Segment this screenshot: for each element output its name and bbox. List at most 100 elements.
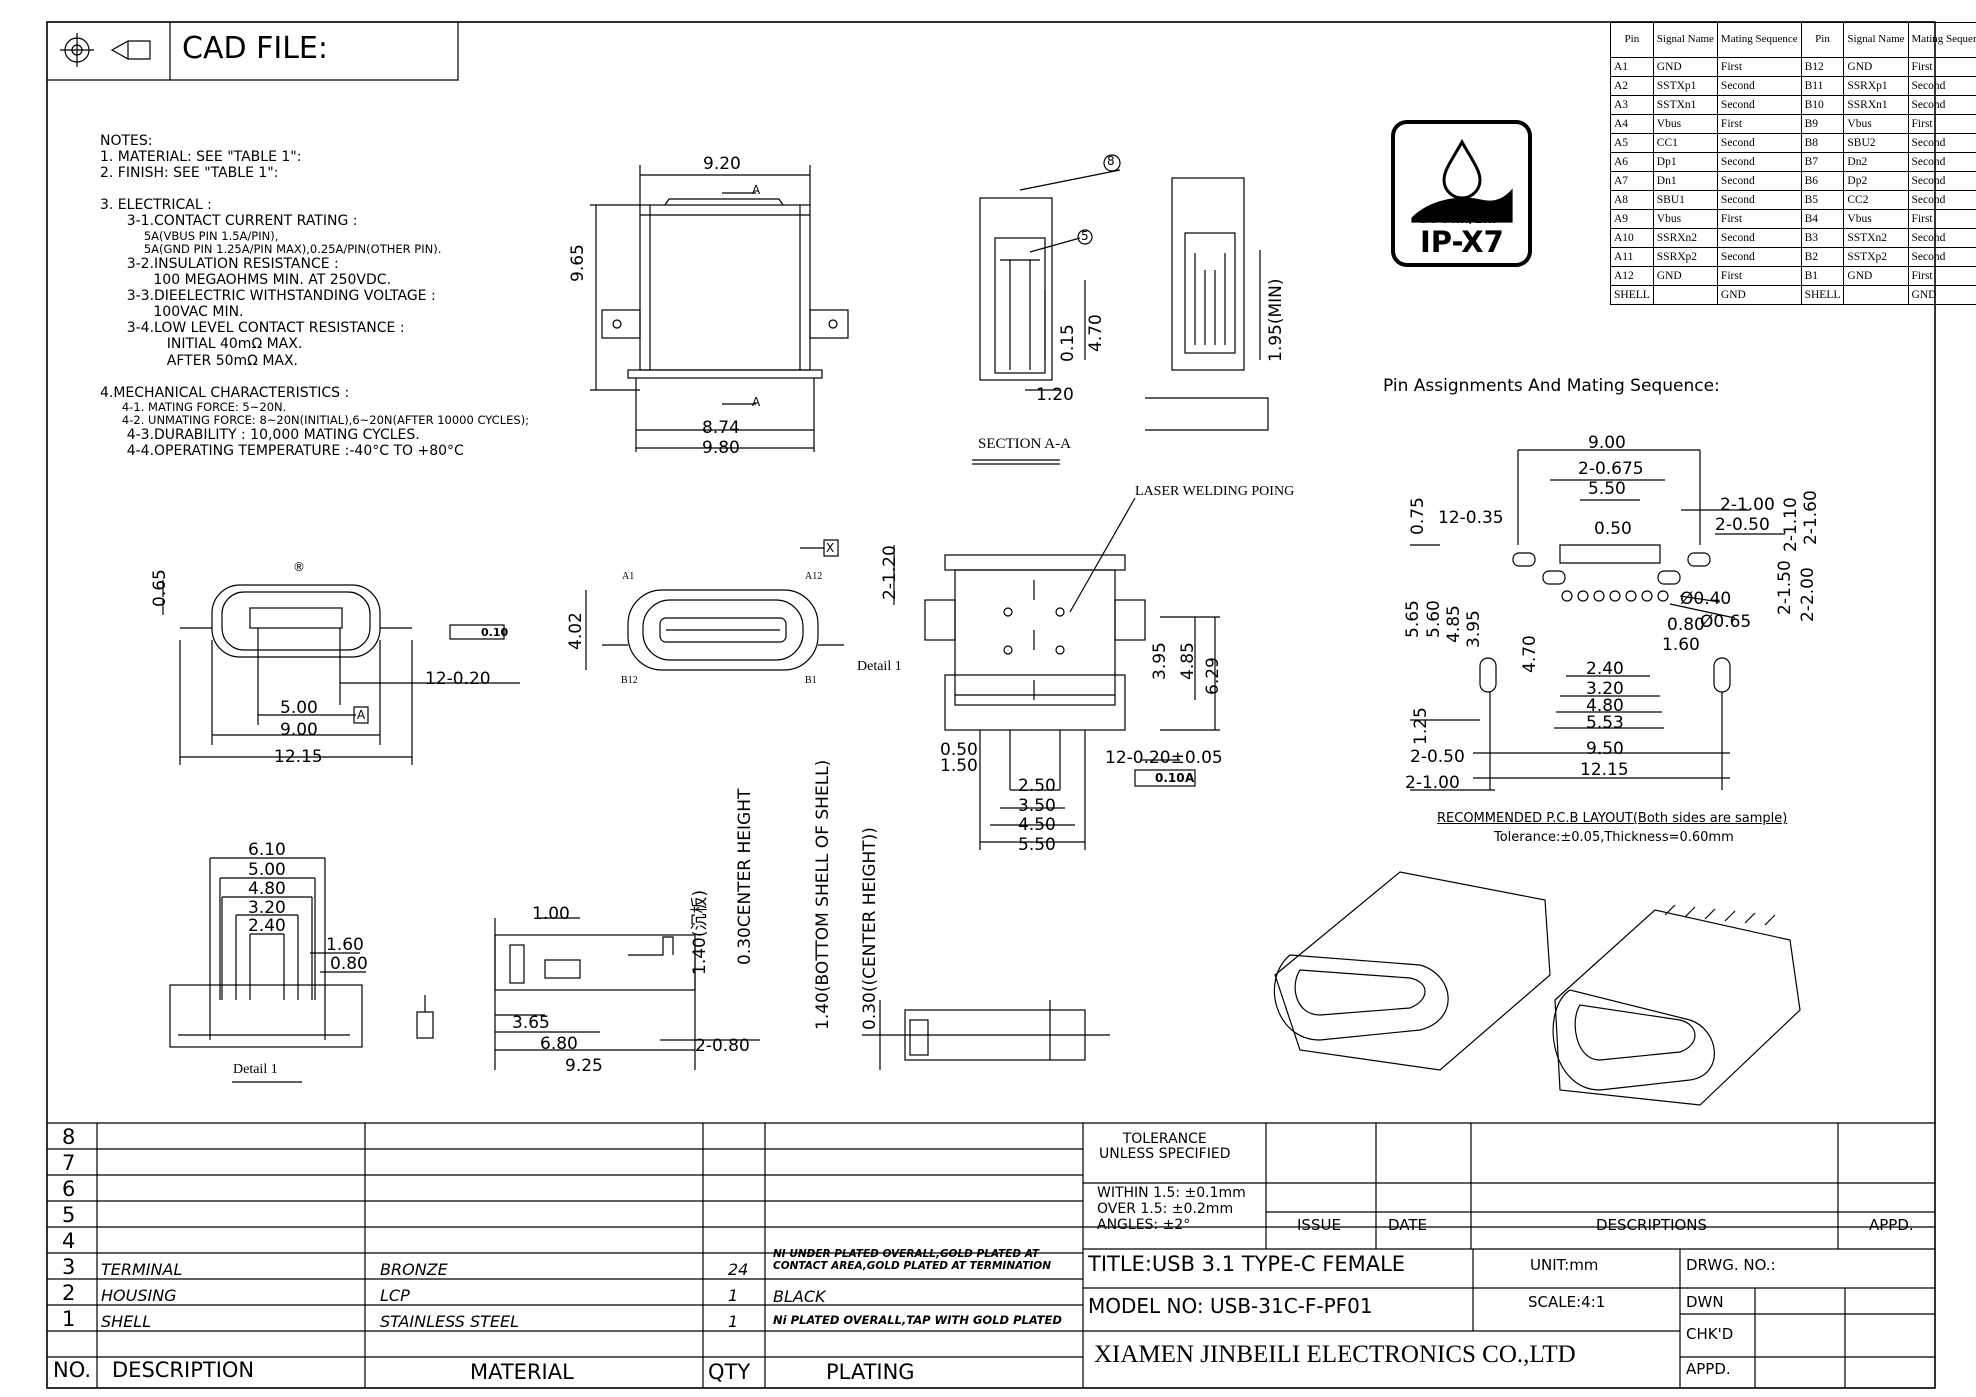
bom-row-number: 3: [62, 1255, 76, 1279]
note-line: 3. ELECTRICAL :: [100, 197, 212, 214]
pin-table-cell: SSRXp2: [1652, 247, 1718, 267]
pin-table-cell: First: [1716, 57, 1802, 77]
pin-label-b12: B12: [621, 675, 638, 686]
pin-table-cell: Vbus: [1843, 209, 1909, 229]
side-dim-0-30-center-height: 0.30((CENTER HEIGHT)): [860, 827, 880, 1030]
dim-4-85: 4.85: [1178, 642, 1198, 680]
pcb-dim-9-50: 9.50: [1586, 739, 1624, 759]
bom-row-number: 8: [62, 1125, 76, 1149]
note-line: 100VAC MIN.: [100, 304, 244, 321]
pin-table-cell: B6: [1800, 171, 1845, 191]
pin-table-cell: First: [1907, 266, 1976, 286]
pin-table-cell: B4: [1800, 209, 1845, 229]
pcb-dim-2-0-50-b: 2-0.50: [1410, 747, 1465, 767]
detail-1: [169, 857, 366, 1083]
pin-table-header: Mating Sequence: [1907, 22, 1976, 58]
pcb-dim-0-80: 0.80: [1667, 615, 1705, 635]
pin-table-cell: A8: [1610, 190, 1654, 210]
pin-table-cell: CC1: [1652, 133, 1718, 153]
pin-table-cell: Dn2: [1843, 152, 1909, 172]
dim-8-74: 8.74: [702, 418, 740, 438]
datum-a: A: [357, 708, 366, 722]
dim-3-50: 3.50: [1018, 796, 1056, 816]
water-wave-icon: [1411, 188, 1513, 223]
pcb-dim-1-25: 1.25: [1411, 707, 1431, 745]
pin-table-cell: Second: [1907, 152, 1976, 172]
note-line: NOTES:: [100, 133, 153, 149]
pin-table-cell: Second: [1907, 76, 1976, 96]
detail-dim-5-00: 5.00: [248, 860, 286, 880]
bom-qty: 24: [728, 1260, 749, 1279]
dim-5-00: 5.00: [280, 698, 318, 718]
pcb-dim-2-1-00-b: 2-1.00: [1405, 773, 1460, 793]
pin-table-header: Signal Name: [1843, 22, 1909, 58]
note-line: AFTER 50mΩ MAX.: [100, 352, 299, 369]
approved-by: APPD.: [1686, 1360, 1731, 1378]
pcb-dim-dia-0-65: Ø0.65: [1700, 612, 1752, 632]
note-line: 4-3.DURABILITY : 10,000 MATING CYCLES.: [100, 427, 420, 444]
pin-table-header: Signal Name: [1652, 22, 1718, 58]
rev-appd: APPD.: [1869, 1216, 1914, 1234]
pin-label-a12: A12: [805, 571, 823, 582]
pin-table-caption: Pin Assignments And Mating Sequence:: [1383, 376, 1720, 396]
dim-1-50: 1.50: [940, 756, 978, 776]
flatness-0-10: 0.10: [481, 626, 509, 639]
note-line: 2. FINISH: SEE "TABLE 1":: [100, 165, 279, 182]
note-line: INITIAL 40mΩ MAX.: [100, 336, 303, 353]
pin-table-cell: Second: [1716, 152, 1802, 172]
pin-table-cell: SSTXn2: [1843, 228, 1909, 248]
bom-row-number: 7: [62, 1151, 76, 1175]
pin-table-cell: GND: [1716, 285, 1802, 305]
pin-table-cell: B11: [1800, 76, 1845, 96]
detail-dim-6-10: 6.10: [248, 840, 286, 860]
pcb-dim-5-53: 5.53: [1586, 713, 1624, 733]
pin-table-cell: GND: [1907, 285, 1976, 305]
water-drop-icon: [1442, 138, 1482, 200]
section-a-a-label: SECTION A-A: [978, 436, 1071, 452]
pin-label-a1: A1: [622, 571, 635, 582]
note-line: 3-2.INSULATION RESISTANCE :: [100, 256, 339, 272]
dim-2-1-20: 2-1.20: [880, 545, 900, 600]
pin-table-cell: A7: [1610, 171, 1654, 191]
drawn-by: DWN: [1686, 1293, 1724, 1311]
company-name: XIAMEN JINBEILI ELECTRONICS CO.,LTD: [1094, 1341, 1576, 1368]
dim-6-29: 6.29: [1203, 657, 1223, 695]
checked-by: CHK'D: [1686, 1325, 1734, 1343]
pin-table-cell: A4: [1610, 114, 1654, 134]
dim-9-80: 9.80: [702, 438, 740, 458]
side-dim-9-25: 9.25: [565, 1056, 603, 1076]
ip-badge-line1: 30 Min/1m: [1420, 212, 1497, 227]
rev-descriptions: DESCRIPTIONS: [1596, 1216, 1708, 1234]
pcb-dim-12-15: 12.15: [1580, 760, 1629, 780]
note-line: 1. MATERIAL: SEE "TABLE 1":: [100, 149, 302, 166]
pin-table-cell: B1: [1800, 266, 1845, 286]
pcb-dim-2-40: 2.40: [1586, 659, 1624, 679]
pin-table-cell: SSTXp1: [1652, 76, 1718, 96]
side-dim-3-65: 3.65: [512, 1013, 550, 1033]
top-view: [590, 165, 849, 452]
bom-row-number: 5: [62, 1203, 76, 1227]
pcb-dim-2-0-50: 2-0.50: [1715, 515, 1770, 535]
pin-table-cell: Dn1: [1652, 171, 1718, 191]
pin-table-cell: Second: [1907, 171, 1976, 191]
note-line: 3-3.DIEELECTRIC WITHSTANDING VOLTAGE :: [100, 288, 436, 305]
pin-table-cell: B2: [1800, 247, 1845, 267]
detail-dim-2-40: 2.40: [248, 916, 286, 936]
dim-9-20: 9.20: [703, 154, 741, 174]
dim-9-65: 9.65: [568, 244, 588, 282]
pcb-dim-5-65: 5.65: [1403, 600, 1423, 638]
pin-table-cell: B8: [1800, 133, 1845, 153]
pin-table-cell: B9: [1800, 114, 1845, 134]
pin-table-cell: A11: [1610, 247, 1654, 267]
pin-label-b1: B1: [805, 675, 817, 686]
ip-badge-frame: [1391, 120, 1532, 267]
pin-table-cell: CC2: [1843, 190, 1909, 210]
tolerance-title: TOLERANCE UNLESS SPECIFIED: [1099, 1131, 1231, 1163]
pin-table-cell: GND: [1843, 266, 1909, 286]
